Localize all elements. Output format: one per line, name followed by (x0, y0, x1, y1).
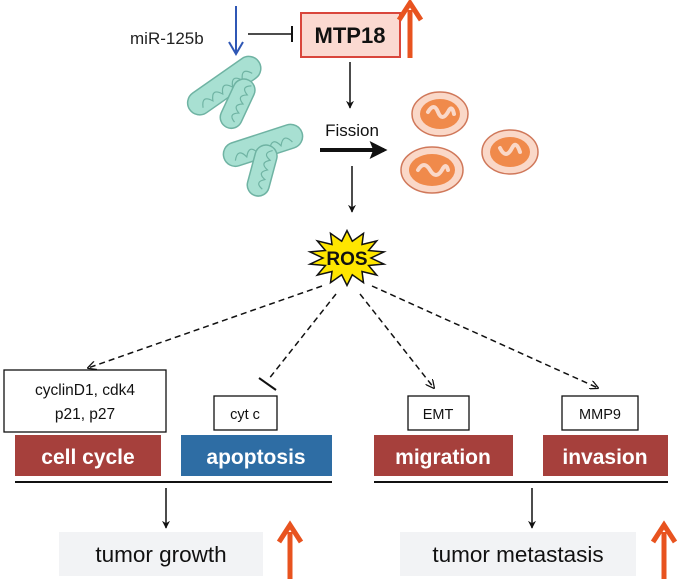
apoptosis-marker-label: cyt c (230, 407, 260, 423)
apoptosis-inhibition-bar (258, 377, 277, 391)
inhibition-connector (248, 26, 293, 42)
invasion-marker-box: MMP9 (561, 395, 639, 431)
apoptosis-label: apoptosis (206, 446, 305, 469)
cell-cycle-markers-line1: cyclinD1, cdk4 (35, 382, 135, 399)
down-arrow-icon (228, 6, 244, 56)
fission-label: Fission (325, 121, 379, 140)
up-arrow-icon (396, 0, 424, 58)
tumor-metastasis-outcome: tumor metastasis (400, 532, 636, 576)
ros-to-invasion-arrow (371, 285, 598, 388)
cell-cycle-label: cell cycle (41, 446, 134, 469)
migration-label: migration (395, 446, 491, 469)
ros-label: ROS (326, 249, 367, 270)
invasion-bar: invasion (543, 435, 668, 476)
apoptosis-bar: apoptosis (181, 435, 332, 476)
mtp18-node: MTP18 (300, 12, 401, 58)
cell-cycle-markers-line2: p21, p27 (55, 406, 115, 423)
apoptosis-marker-box: cyt c (213, 395, 278, 431)
ros-to-apoptosis-inhibition (267, 293, 337, 381)
invasion-label: invasion (562, 446, 647, 469)
elongated-mitochondria-icon (186, 55, 304, 197)
tumor-growth-label: tumor growth (95, 542, 226, 567)
migration-bar: migration (374, 435, 513, 476)
tumor-metastasis-label: tumor metastasis (432, 542, 603, 567)
ros-downstream-connectors (88, 285, 598, 391)
migration-marker-label: EMT (423, 407, 454, 423)
up-arrow-icon (650, 520, 678, 579)
mir-125b-label: miR-125b (130, 29, 204, 48)
invasion-marker-label: MMP9 (579, 407, 621, 423)
ros-to-migration-arrow (359, 293, 434, 388)
tumor-growth-outcome: tumor growth (59, 532, 263, 576)
mtp18-label: MTP18 (315, 23, 386, 48)
cell-cycle-bar: cell cycle (15, 435, 161, 476)
migration-marker-box: EMT (407, 395, 470, 431)
ros-to-cell-cycle-arrow (88, 285, 323, 368)
cell-cycle-markers-box: cyclinD1, cdk4 p21, p27 (3, 369, 167, 433)
fragmented-mitochondria-icon (400, 91, 539, 194)
ros-burst-icon: ROS (307, 228, 387, 288)
up-arrow-icon (276, 520, 304, 579)
